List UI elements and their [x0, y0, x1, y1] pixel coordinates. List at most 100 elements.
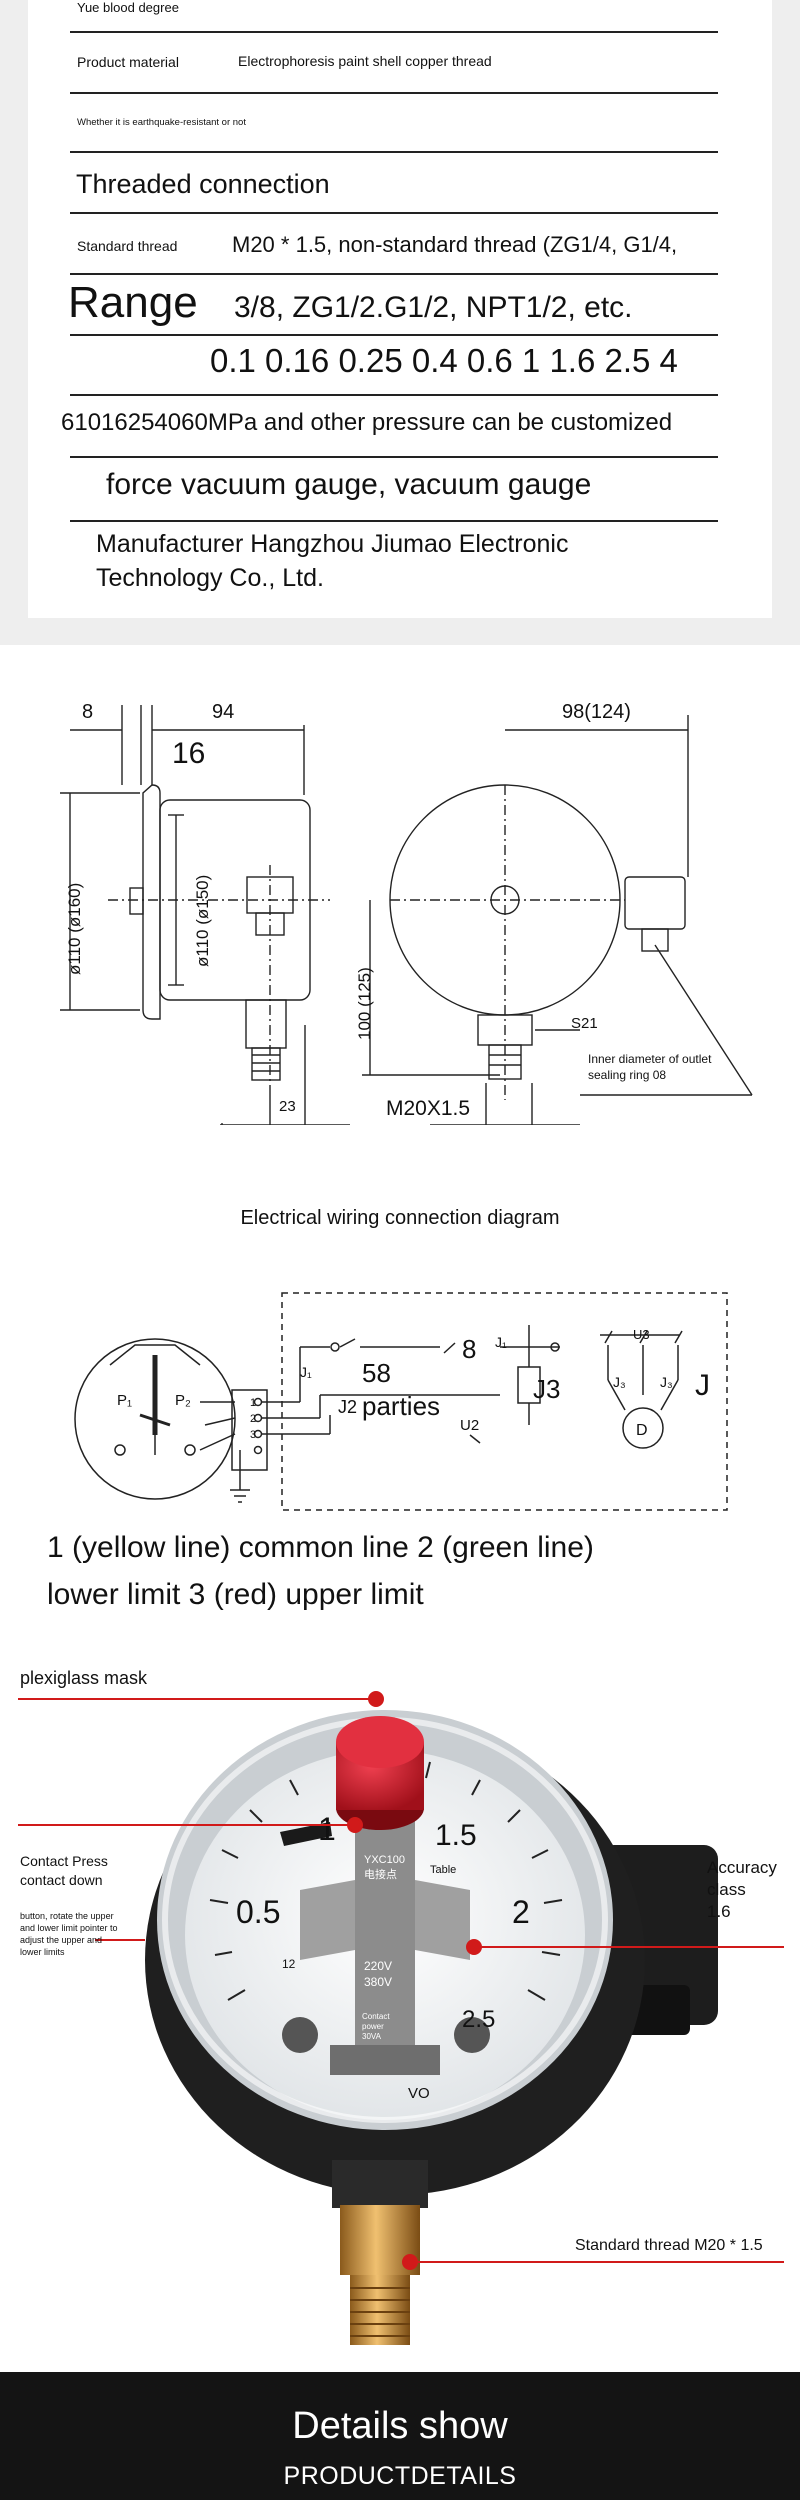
wiring-legend-line1: 1 (yellow line) common line 2 (green lin…: [47, 1531, 594, 1564]
wiring-motor-label: D: [636, 1422, 648, 1439]
wiring-j1b: J₁: [495, 1334, 507, 1350]
terminal-2: 2: [250, 1413, 256, 1425]
dim-16-label: 16: [172, 737, 205, 770]
spec-value-material: Electrophoresis paint shell copper threa…: [238, 53, 492, 69]
spec-divider: [70, 151, 718, 153]
callout-contact-line2: contact down: [20, 1872, 103, 1888]
wiring-gauge-circle: [74, 1338, 236, 1500]
dim-94-label: 94: [212, 701, 234, 723]
wiring-j3b: J₃: [660, 1374, 673, 1390]
spec-divider: [70, 273, 718, 275]
terminal-1: 1: [250, 1397, 256, 1409]
dial-label-2: 2: [512, 1894, 530, 1930]
wiring-diagram: P₁ P₂ 1 2 3 J₁ 58 8 J₁ J2 parties U2 J3 …: [74, 1292, 728, 1511]
spec-card: [28, 0, 772, 618]
case-knob: [129, 887, 144, 915]
wiring-j3: J3: [533, 1374, 560, 1404]
wiring-parties: parties: [362, 1391, 440, 1421]
terminal-block: [231, 1389, 268, 1471]
dial-380v: 380V: [364, 1975, 392, 1989]
callout-button-line1: button, rotate the upper: [20, 1911, 114, 1921]
wiring-8: 8: [462, 1334, 476, 1364]
wiring-u3: U3: [633, 1327, 650, 1342]
spec-label-threaded: Threaded connection: [76, 169, 330, 199]
spec-range-line1: 3/8, ZG1/2.G1/2, NPT1/2, etc.: [234, 291, 633, 324]
wiring-j3a: J₃: [613, 1374, 626, 1390]
terminal-3: 3: [250, 1429, 256, 1441]
dial-label-12: 12: [282, 1957, 296, 1971]
callout-button-line3: adjust the upper and: [20, 1935, 102, 1945]
wiring-title: Electrical wiring connection diagram: [240, 1207, 560, 1229]
dim-110-150-label: ø110 (ø150): [193, 875, 212, 967]
front-junction-box: [624, 876, 686, 930]
dial-contact3: 30VA: [362, 2032, 382, 2041]
dim-23-label: 23: [279, 1098, 296, 1115]
spec-divider: [70, 520, 718, 522]
case-front-rim: [142, 784, 161, 1020]
wiring-u2: U2: [460, 1417, 479, 1434]
spec-divider: [70, 212, 718, 214]
sealing-note-line2: sealing ring 08: [588, 1068, 666, 1082]
dim-m20-label: M20X1.5: [386, 1097, 470, 1120]
wiring-p1: P₁: [117, 1392, 132, 1409]
dial-contact1: Contact: [362, 2012, 390, 2021]
dial-cn: 电接点: [364, 1868, 397, 1881]
motor-circle: [622, 1407, 664, 1449]
stem-hex: [245, 999, 287, 1049]
spec-value-standard-thread: M20 * 1.5, non-standard thread (ZG1/4, G…: [232, 232, 678, 257]
spec-label-blood-degree: Yue blood degree: [77, 0, 179, 15]
spec-divider: [70, 31, 718, 33]
footer-title: Details show: [292, 2405, 508, 2447]
front-junction-stem: [641, 928, 669, 952]
wiring-j-right: J: [695, 1369, 710, 1402]
dial-220v: 220V: [364, 1959, 392, 1973]
spec-divider: [70, 334, 718, 336]
wiring-58: 58: [362, 1358, 391, 1388]
wiring-j2: J2: [338, 1397, 357, 1417]
callout-accuracy-line2: class: [707, 1880, 746, 1899]
callout-thread: Standard thread M20 * 1.5: [575, 2237, 763, 2254]
gauge-photo: 0.5 1 1.5 2 2.5 Table VO 12 YXC100 电接点 2…: [18, 1668, 784, 2345]
dial-label-table: Table: [430, 1864, 456, 1876]
spec-manufacturer-line2: Technology Co., Ltd.: [96, 564, 324, 592]
sealing-note-line1: Inner diameter of outlet: [588, 1052, 712, 1066]
wiring-p2: P₂: [175, 1392, 191, 1409]
spec-divider: [70, 456, 718, 458]
dial-label-vo: VO: [408, 2085, 430, 2102]
spec-label-range: Range: [68, 278, 198, 327]
callout-accuracy-line3: 1.6: [707, 1902, 731, 1921]
spec-label-earthquake: Whether it is earthquake-resistant or no…: [77, 117, 246, 128]
spec-divider: [70, 394, 718, 396]
dial-label-1: 1: [318, 1811, 336, 1847]
callout-button-line2: and lower limit pointer to: [20, 1923, 118, 1933]
dial-model: YXC100: [364, 1854, 405, 1866]
gauge-brass-thread: [350, 2275, 410, 2345]
wiring-legend-line2: lower limit 3 (red) upper limit: [47, 1578, 424, 1611]
dim-100-label: 100 (125): [355, 967, 374, 1040]
callout-accuracy-line1: Accuracy: [707, 1858, 777, 1877]
callout-mask: plexiglass mask: [20, 1668, 148, 1688]
spec-label-standard-thread: Standard thread: [77, 238, 178, 254]
dial-label-25: 2.5: [462, 2006, 495, 2033]
dimension-drawing: 8 94 16 98(124) ø110 (ø160) ø110 (ø150) …: [60, 701, 753, 1125]
callout-button-line4: lower limits: [20, 1947, 65, 1957]
dial-label-15: 1.5: [435, 1819, 477, 1852]
spec-divider: [70, 92, 718, 94]
gauge-pointer: [280, 1822, 332, 1846]
dim-98-label: 98(124): [562, 701, 631, 723]
dim-110-160-label: ø110 (ø160): [65, 883, 84, 975]
spec-gauge-type: force vacuum gauge, vacuum gauge: [106, 468, 592, 501]
wiring-j1: J₁: [300, 1364, 312, 1380]
spec-label-material: Product material: [77, 54, 179, 70]
spec-range-line2: 0.1 0.16 0.25 0.4 0.6 1 1.6 2.5 4: [210, 342, 678, 379]
gauge-mechanism: [355, 1800, 415, 2070]
front-stem-thread: [488, 1044, 522, 1080]
footer-subtitle: PRODUCTDETAILS: [283, 2462, 517, 2490]
dim-8-label: 8: [82, 701, 93, 723]
dim-s21-label: S21: [571, 1015, 598, 1032]
spec-pressure-note: 61016254060MPa and other pressure can be…: [61, 409, 673, 436]
dial-label-05: 0.5: [236, 1894, 280, 1930]
details-footer: [0, 2372, 800, 2500]
stem-thread: [251, 1047, 281, 1081]
callout-contact-line1: Contact Press: [20, 1853, 108, 1869]
